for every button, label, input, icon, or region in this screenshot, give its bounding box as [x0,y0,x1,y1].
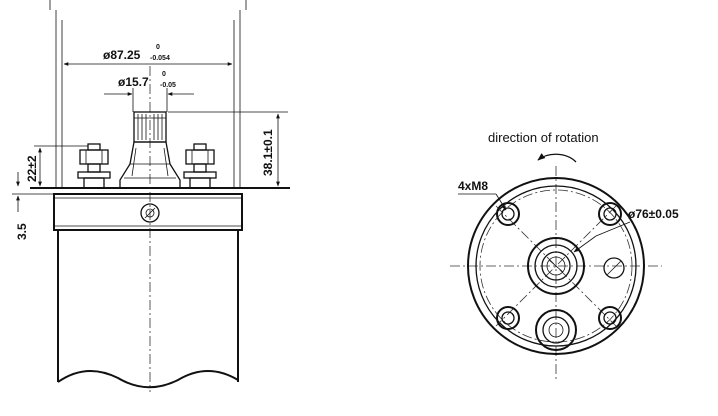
rotation-arrow [537,153,577,163]
rotation-label: direction of rotation [488,130,599,145]
shaft-diameter-dimension: ø15.7 0 -0.05 [118,71,176,89]
mounting-hole-top-right [598,202,622,226]
mounting-holes [496,202,622,330]
mounting-flange [53,193,243,231]
mounting-hole-bottom-left [496,306,520,330]
left-stud [77,143,111,189]
outer-housing [467,177,645,355]
body-diameter-lower-tolerance: -0.054 [150,55,170,62]
shaft-diameter-lower-tolerance: -0.05 [160,82,176,89]
flange-thickness-dimension: 3.5 [15,223,29,240]
bottom-fitting [535,309,577,351]
splined-shaft [133,111,167,143]
shaft-diameter-value: ø15.7 [118,75,149,89]
side-view: ø87.25 0 -0.054 ø15.7 0 -0.05 [12,0,290,392]
body-diameter-value: ø87.25 [103,48,141,62]
shaft-boss [119,141,181,189]
side-port [603,257,625,279]
body-diameter-upper-tolerance: 0 [156,44,160,51]
stud-height-dimension: 22±2 [25,155,39,182]
mounting-hole-top-left [496,202,520,226]
shaft-height-dimension: 38.1±0.1 [261,129,275,176]
right-stud [183,143,217,189]
mounting-hole-bottom-right [598,306,622,330]
shaft-diameter-upper-tolerance: 0 [162,71,166,78]
body-diameter-dimension: ø87.25 0 -0.054 [103,44,170,62]
motor-body [57,230,239,389]
holes-label: 4xM8 [458,179,488,193]
end-view: direction of rotation [450,130,679,380]
pitch-circle-label: ø76±0.05 [628,207,679,221]
central-shaft [527,237,585,295]
